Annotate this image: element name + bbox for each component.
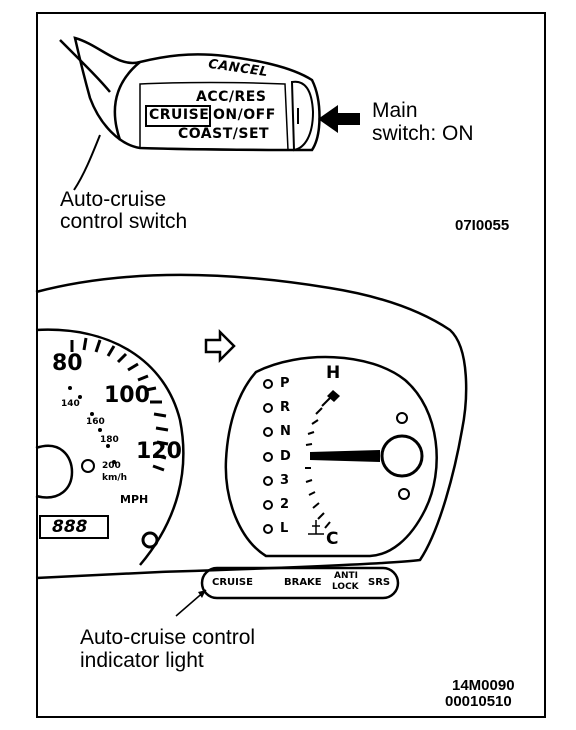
indicator-label-line1: Auto-cruise control [80,626,256,649]
gear-r: R [280,400,291,415]
temp-cold-label: C [326,529,339,549]
switch-label-line1: Auto-cruise [60,188,167,211]
speedo-screw-icon [81,459,95,473]
trip-reset-knob-icon [141,531,159,549]
kmh-180: 180 [100,435,119,445]
brake-warning-light: BRAKE [284,577,322,588]
needle-hub [380,434,424,478]
coolant-temp-icon [308,520,324,535]
speed-120: 120 [136,439,182,464]
gear-n: N [280,424,291,439]
cruise-button-frame [145,105,211,127]
kmh-unit: km/h [102,473,128,483]
speed-100: 100 [104,383,150,408]
main-switch-label-line1: Main [372,99,418,122]
indicator-leader-arrowhead [198,590,206,598]
main-switch-arrow [318,105,360,133]
gauge-screw-top-icon [396,412,408,424]
odometer-window [39,515,109,539]
switch-label-line2: control switch [60,210,188,233]
cruise-indicator-light: CRUISE [212,577,253,588]
switch-leader-line [73,134,101,191]
gear-3: 3 [280,473,290,488]
hot-zone-marker [327,390,340,402]
srs-warning-light: SRS [368,577,391,588]
gear-p: P [280,376,290,391]
cruise-button-label: CRUISE [149,107,210,123]
figure-code-bottom-2: 00010510 [445,693,512,710]
temp-gauge-scale [305,397,331,529]
gear-indicator-lamps [263,379,273,534]
temp-hot-label: H [326,363,341,383]
main-switch-label-line2: switch: ON [372,122,474,145]
kmh-200: 200 [102,461,121,471]
gear-l: L [280,521,289,536]
instrument-cluster [35,273,468,600]
turn-signal-arrow-icon [204,328,236,364]
kmh-140: 140 [61,399,80,409]
speedometer-ticks [70,337,169,472]
anti-lock-label-line2: LOCK [332,582,359,592]
gauge-screw-bottom-icon [398,488,410,500]
figure-code-top: 07I0055 [455,217,510,234]
on-off-label: ON/OFF [213,107,276,123]
mph-unit: MPH [120,493,149,506]
speedo-hub [35,444,74,499]
gear-d: D [280,449,291,464]
anti-lock-label-line1: ANTI [334,571,358,581]
cruise-switch-stalk [59,36,321,152]
temp-needle [310,450,380,462]
kmh-dots [68,386,116,464]
acc-res-label: ACC/RES [196,89,267,105]
figure-code-bottom-1: 14M0090 [452,677,515,694]
odometer-readout: 888 [52,517,88,537]
kmh-160: 160 [86,417,105,427]
gear-2: 2 [280,497,290,512]
coast-set-label: COAST/SET [178,126,270,142]
speed-80: 80 [52,351,83,376]
indicator-label-line2: indicator light [80,649,204,672]
